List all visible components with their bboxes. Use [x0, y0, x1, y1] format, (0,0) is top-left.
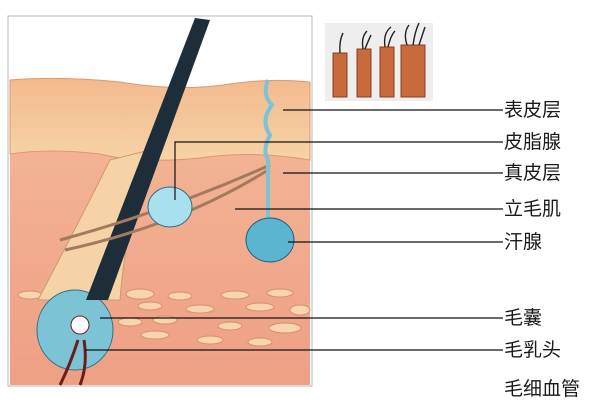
label-hair-follicle: 毛囊: [504, 307, 543, 329]
label-dermal-papilla: 毛乳头: [504, 339, 562, 361]
label-capillaries: 毛细血管: [504, 378, 581, 400]
sweat-gland: [245, 217, 295, 263]
dermal-papilla: [70, 315, 90, 335]
label-sweat-gland: 汗腺: [504, 231, 543, 253]
capillary-vessels: [58, 339, 87, 386]
sweat-duct: [263, 79, 275, 230]
leader-lines: [85, 109, 503, 351]
hair-density-thumbnail: [325, 22, 433, 101]
hair-shaft: [86, 18, 210, 300]
label-sebaceous-gland: 皮脂腺: [504, 131, 562, 153]
sebaceous-gland: [147, 186, 193, 228]
label-epidermis: 表皮层: [504, 99, 562, 121]
label-arrector-pili: 立毛肌: [504, 198, 562, 220]
label-dermis: 真皮层: [504, 162, 562, 184]
fat-cells: [17, 288, 311, 347]
